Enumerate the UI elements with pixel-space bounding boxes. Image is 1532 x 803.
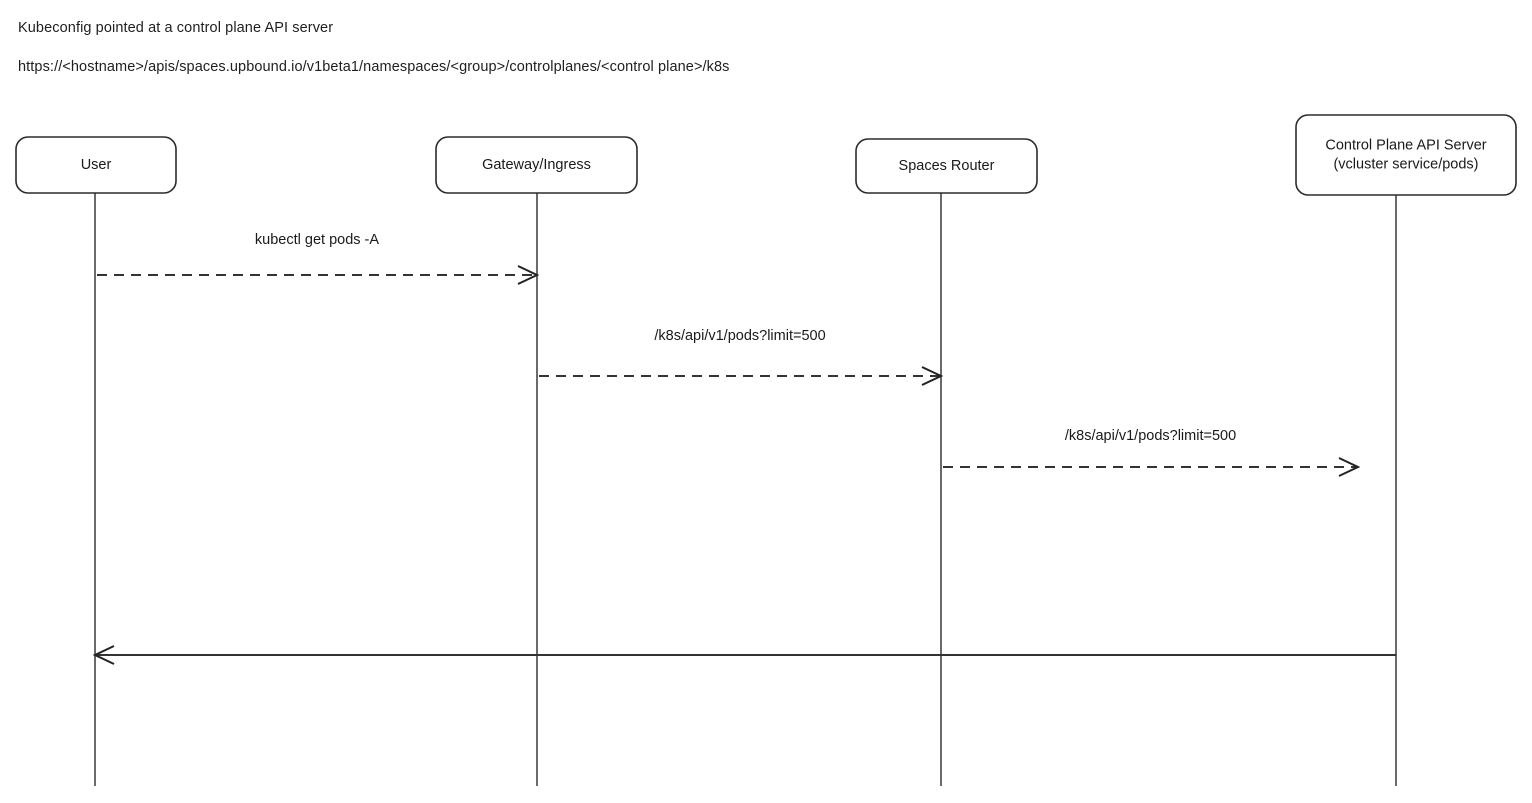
messages-layer: kubectl get pods -A/k8s/api/v1/pods?limi…	[92, 232, 1396, 665]
participant-box-gateway	[435, 136, 638, 194]
msg-router-to-control-plane-arrowhead-icon	[1338, 457, 1361, 477]
diagram-caption-title: Kubeconfig pointed at a control plane AP…	[18, 20, 334, 36]
msg-gateway-to-router-label: /k8s/api/v1/pods?limit=500	[654, 328, 825, 344]
participant-gateway[interactable]: Gateway/Ingress	[435, 136, 638, 194]
participant-box-user	[15, 136, 177, 194]
msg-gateway-to-router-arrowhead-icon	[921, 366, 944, 386]
lifelines-layer	[94, 193, 1397, 786]
participant-box-control-plane	[1295, 114, 1517, 196]
msg-kubectl-get-pods-label: kubectl get pods -A	[255, 232, 379, 248]
participant-control-plane[interactable]: Control Plane API Server (vcluster servic…	[1295, 114, 1517, 196]
msg-router-to-control-plane[interactable]: /k8s/api/v1/pods?limit=500	[943, 428, 1361, 477]
participant-user[interactable]: User	[15, 136, 177, 194]
participant-label-user: User	[81, 157, 112, 173]
msg-gateway-to-router[interactable]: /k8s/api/v1/pods?limit=500	[539, 328, 944, 386]
participant-spaces-router[interactable]: Spaces Router	[855, 138, 1038, 194]
diagram-caption-url: https://<hostname>/apis/spaces.upbound.i…	[18, 59, 730, 75]
participant-box-spaces-router	[855, 138, 1038, 194]
actor-boxes-layer: User Gateway/Ingress Spaces Router Control …	[15, 114, 1517, 196]
msg-kubectl-get-pods-arrowhead-icon	[517, 265, 540, 285]
msg-router-to-control-plane-label: /k8s/api/v1/pods?limit=500	[1065, 428, 1236, 444]
msg-kubectl-get-pods[interactable]: kubectl get pods -A	[97, 232, 540, 285]
participant-label-control-plane: Control Plane API Server	[1325, 137, 1486, 153]
msg-response-to-user[interactable]	[92, 645, 1396, 665]
msg-response-to-user-arrowhead-icon	[92, 645, 115, 665]
participant-label-control-plane: (vcluster service/pods)	[1333, 156, 1478, 172]
participant-label-spaces-router: Spaces Router	[899, 158, 995, 174]
participant-label-gateway: Gateway/Ingress	[482, 157, 591, 173]
